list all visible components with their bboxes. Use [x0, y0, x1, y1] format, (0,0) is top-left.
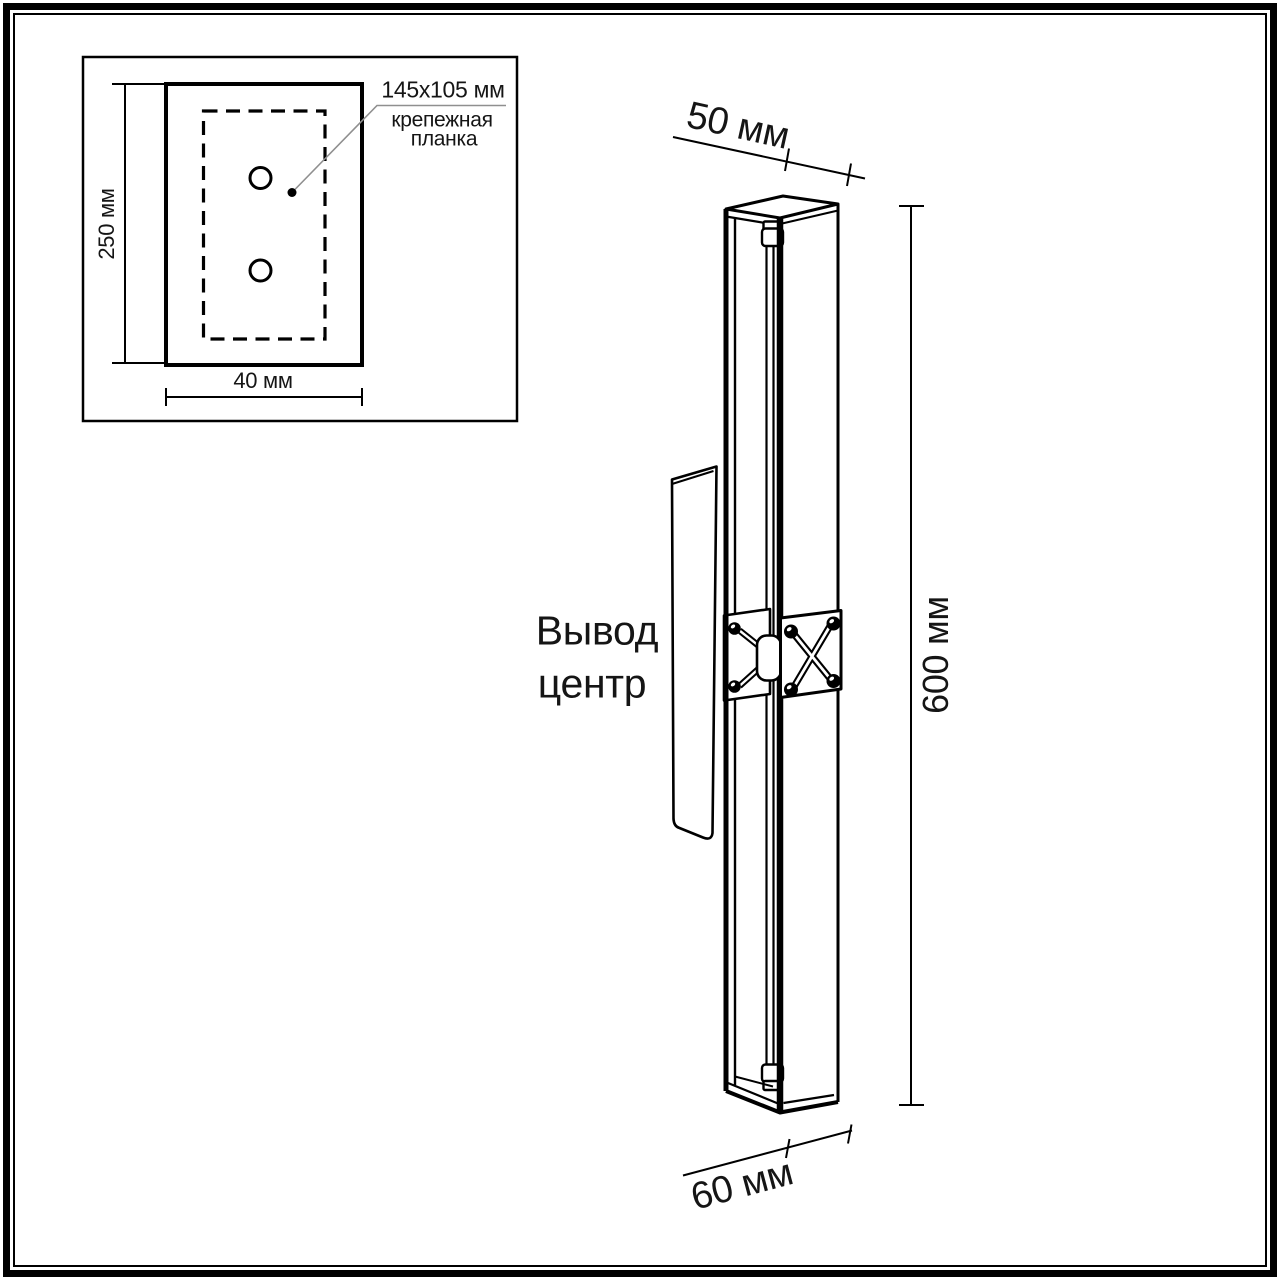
side-rim-line [779, 209, 839, 225]
inner-border [13, 13, 1267, 1267]
height-600-dim-line [899, 205, 924, 1106]
bottom-inner-back-edge [734, 1075, 774, 1088]
height-250-dim-line [112, 83, 166, 364]
outlet-label-word1: Вывод [535, 607, 659, 654]
screw-highlight [786, 627, 792, 632]
outer-border [3, 3, 1277, 1277]
leader-dot [287, 188, 297, 197]
inset-detail-view [81, 55, 519, 423]
depth-50-dim-line [672, 136, 866, 180]
screw-highlight [730, 682, 736, 687]
inset-dimension-lines [112, 83, 363, 406]
bracket-note-word1: крепежная [391, 108, 493, 132]
screw-icon [826, 616, 841, 631]
inset-height-dim-label: 250 мм [94, 188, 119, 260]
wall-plate-top-edge [671, 470, 714, 485]
width-40-dim-line [165, 388, 363, 406]
width-60-dim-line [682, 1129, 853, 1177]
depth-50-dim-ticks [784, 148, 852, 187]
mount-hole-bottom [248, 258, 273, 283]
fixture-dimension-lines [672, 136, 924, 1177]
screw-highlight [829, 676, 835, 681]
bracket-cylinder [755, 634, 783, 682]
screw-icon [826, 674, 841, 688]
bracket-size-note: 145x105 мм [381, 76, 505, 103]
inset-width-dim-label: 40 мм [233, 368, 293, 393]
outlet-label-word2: центр [537, 660, 647, 707]
width-60-dim-ticks [785, 1124, 853, 1159]
screw-icon [784, 624, 798, 639]
bracket-note-word2: планка [410, 127, 478, 151]
screw-icon [784, 682, 798, 697]
screw-highlight [786, 685, 792, 690]
mount-hole-top [248, 166, 273, 190]
fixture-3d-view [670, 194, 843, 1115]
wall-plate [670, 465, 718, 840]
screw-icon [728, 680, 741, 693]
leader-line [291, 104, 506, 194]
mounting-bar-dashed-outline [201, 109, 327, 341]
fixture-height-dim-label: 600 мм [915, 596, 956, 714]
backplate-outline [164, 82, 364, 367]
screw-highlight [730, 624, 736, 629]
bottom-inner-rim [727, 1081, 835, 1105]
screw-highlight [829, 619, 835, 624]
screw-icon [728, 622, 741, 635]
bottom-outer-edge [725, 1089, 839, 1115]
inset-border-box [81, 55, 519, 423]
front-bracket-x-fill [792, 625, 832, 689]
